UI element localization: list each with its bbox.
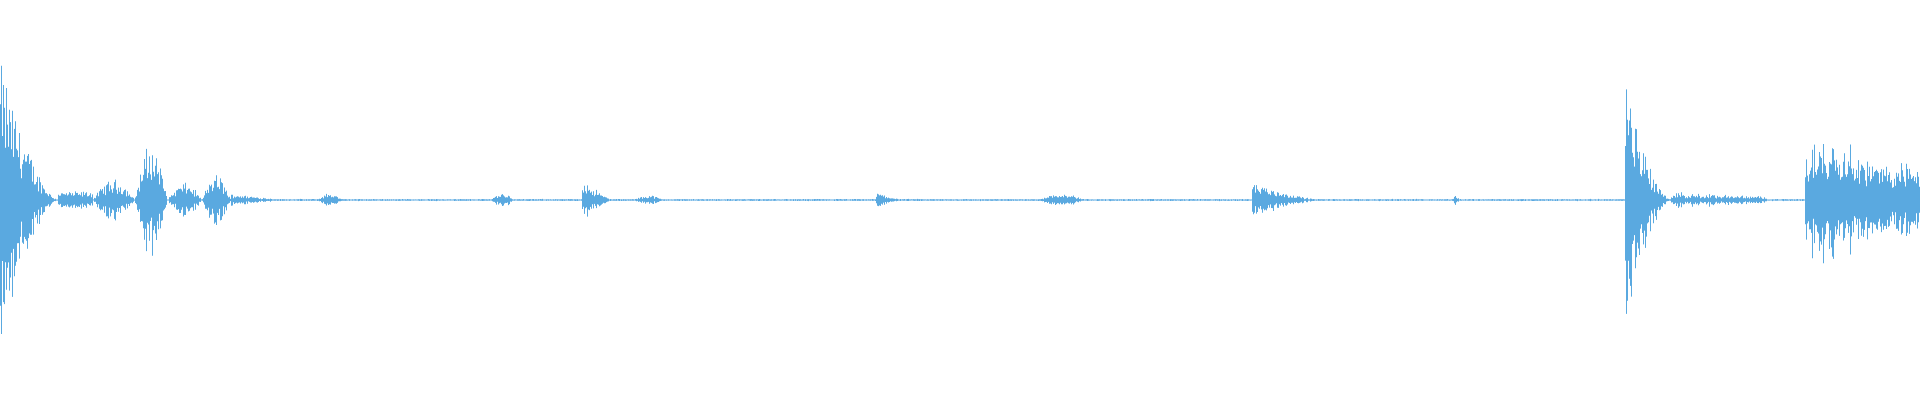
waveform-samples — [0, 65, 1920, 334]
waveform-trace — [0, 65, 1920, 334]
